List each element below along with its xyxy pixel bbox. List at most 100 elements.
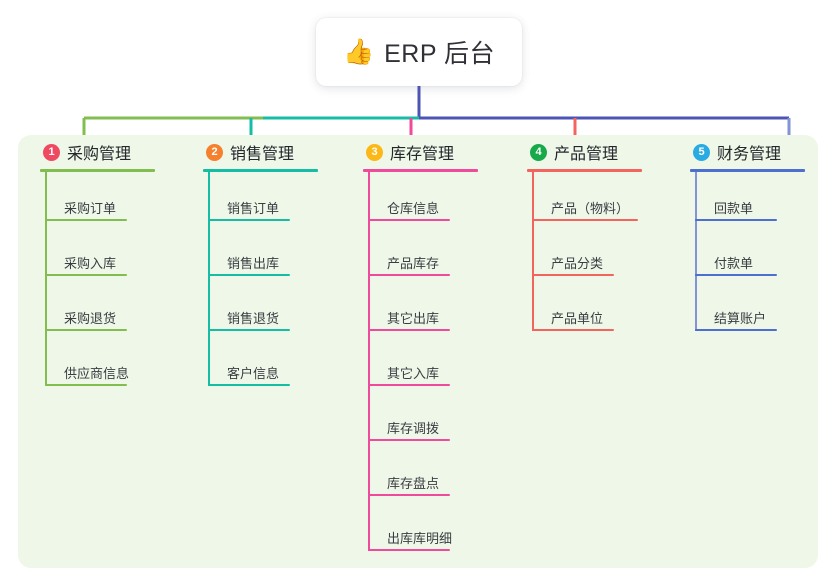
column-1: 1 采购管理采购订单采购入库采购退货供应商信息	[40, 135, 190, 392]
list-item[interactable]: 产品库存	[363, 227, 513, 282]
list-item-label: 采购订单	[64, 201, 117, 216]
column-underline	[363, 169, 478, 172]
list-item-underline	[368, 549, 450, 551]
list-item[interactable]: 仓库信息	[363, 172, 513, 227]
list-item[interactable]: 付款单	[690, 227, 839, 282]
list-item[interactable]: 销售出库	[203, 227, 353, 282]
list-item-label: 库存调拨	[387, 421, 440, 436]
list-item-underline	[368, 384, 450, 386]
column-underline	[203, 169, 318, 172]
list-item[interactable]: 产品分类	[527, 227, 677, 282]
thumbs-up-icon: 👍	[342, 37, 375, 66]
list-item[interactable]: 库存盘点	[363, 447, 513, 502]
column-badge-icon: 1	[43, 143, 60, 161]
root-node-content: 👍 ERP 后台	[343, 34, 495, 70]
list-item-underline	[532, 274, 614, 276]
list-item-underline	[695, 274, 777, 276]
list-item-underline	[45, 329, 127, 331]
list-item-underline	[208, 219, 290, 221]
column-spine	[532, 172, 534, 331]
list-item-label: 采购入库	[64, 256, 117, 271]
list-item-label: 客户信息	[227, 366, 280, 381]
column-items: 产品（物料） 产品分类产品单位	[527, 172, 677, 337]
list-item[interactable]: 销售订单	[203, 172, 353, 227]
list-item-label: 回款单	[714, 201, 754, 216]
list-item[interactable]: 采购订单	[40, 172, 190, 227]
column-spine	[45, 172, 47, 386]
column-items: 仓库信息产品库存其它出库其它入库库存调拨库存盘点出库库明细	[363, 172, 513, 557]
list-item-underline	[368, 274, 450, 276]
column-underline	[690, 169, 805, 172]
column-spine	[208, 172, 210, 386]
column-items: 采购订单采购入库采购退货供应商信息	[40, 172, 190, 392]
column-items: 回款单付款单结算账户	[690, 172, 839, 337]
column-header-4[interactable]: 4 产品管理	[527, 135, 677, 169]
list-item-underline	[695, 219, 777, 221]
column-title: 采购管理	[67, 146, 132, 163]
list-item[interactable]: 产品单位	[527, 282, 677, 337]
column-badge-icon: 5	[693, 143, 710, 161]
column-badge-icon: 2	[206, 143, 223, 161]
list-item[interactable]: 结算账户	[690, 282, 839, 337]
list-item-label: 其它入库	[387, 366, 440, 381]
list-item[interactable]: 客户信息	[203, 337, 353, 392]
column-4: 4 产品管理产品（物料） 产品分类产品单位	[527, 135, 677, 337]
column-spine	[368, 172, 370, 551]
column-2: 2 销售管理销售订单销售出库销售退货客户信息	[203, 135, 353, 392]
list-item-label: 销售订单	[227, 201, 280, 216]
list-item-underline	[695, 329, 777, 331]
list-item-underline	[208, 329, 290, 331]
list-item[interactable]: 销售退货	[203, 282, 353, 337]
list-item[interactable]: 供应商信息	[40, 337, 190, 392]
list-item-underline	[368, 219, 450, 221]
root-node-title: ERP 后台	[384, 40, 496, 68]
column-header-1[interactable]: 1 采购管理	[40, 135, 190, 169]
list-item-label: 付款单	[714, 256, 754, 271]
list-item[interactable]: 回款单	[690, 172, 839, 227]
root-node-card[interactable]: 👍 ERP 后台	[316, 18, 522, 86]
list-item-underline	[532, 219, 638, 221]
list-item-underline	[45, 384, 127, 386]
column-5: 5 财务管理回款单付款单结算账户	[690, 135, 839, 337]
list-item-underline	[368, 494, 450, 496]
list-item[interactable]: 产品（物料）	[527, 172, 677, 227]
list-item-label: 销售出库	[227, 256, 280, 271]
list-item-label: 库存盘点	[387, 476, 440, 491]
list-item[interactable]: 其它出库	[363, 282, 513, 337]
list-item[interactable]: 采购入库	[40, 227, 190, 282]
column-title: 库存管理	[390, 146, 455, 163]
list-item-label: 产品分类	[551, 256, 604, 271]
list-item-label: 产品（物料）	[551, 201, 630, 216]
column-title: 产品管理	[554, 146, 619, 163]
list-item-label: 出库库明细	[387, 531, 453, 546]
list-item-label: 销售退货	[227, 311, 280, 326]
list-item-underline	[368, 439, 450, 441]
column-badge-icon: 4	[530, 143, 547, 161]
list-item[interactable]: 库存调拨	[363, 392, 513, 447]
list-item-underline	[45, 219, 127, 221]
column-title: 财务管理	[717, 146, 782, 163]
list-item-label: 仓库信息	[387, 201, 440, 216]
column-header-3[interactable]: 3 库存管理	[363, 135, 513, 169]
list-item-label: 结算账户	[714, 311, 767, 326]
list-item-label: 产品库存	[387, 256, 440, 271]
list-item-underline	[45, 274, 127, 276]
list-item[interactable]: 出库库明细	[363, 502, 513, 557]
column-underline	[527, 169, 642, 172]
column-header-2[interactable]: 2 销售管理	[203, 135, 353, 169]
list-item-label: 供应商信息	[64, 366, 130, 381]
column-title: 销售管理	[230, 146, 295, 163]
column-badge-icon: 3	[366, 143, 383, 161]
column-spine	[695, 172, 697, 331]
list-item-underline	[208, 384, 290, 386]
column-items: 销售订单销售出库销售退货客户信息	[203, 172, 353, 392]
column-header-5[interactable]: 5 财务管理	[690, 135, 839, 169]
list-item-underline	[532, 329, 614, 331]
list-item[interactable]: 采购退货	[40, 282, 190, 337]
column-3: 3 库存管理仓库信息产品库存其它出库其它入库库存调拨库存盘点出库库明细	[363, 135, 513, 557]
list-item-underline	[208, 274, 290, 276]
list-item-label: 采购退货	[64, 311, 117, 326]
column-underline	[40, 169, 155, 172]
list-item-label: 其它出库	[387, 311, 440, 326]
list-item[interactable]: 其它入库	[363, 337, 513, 392]
